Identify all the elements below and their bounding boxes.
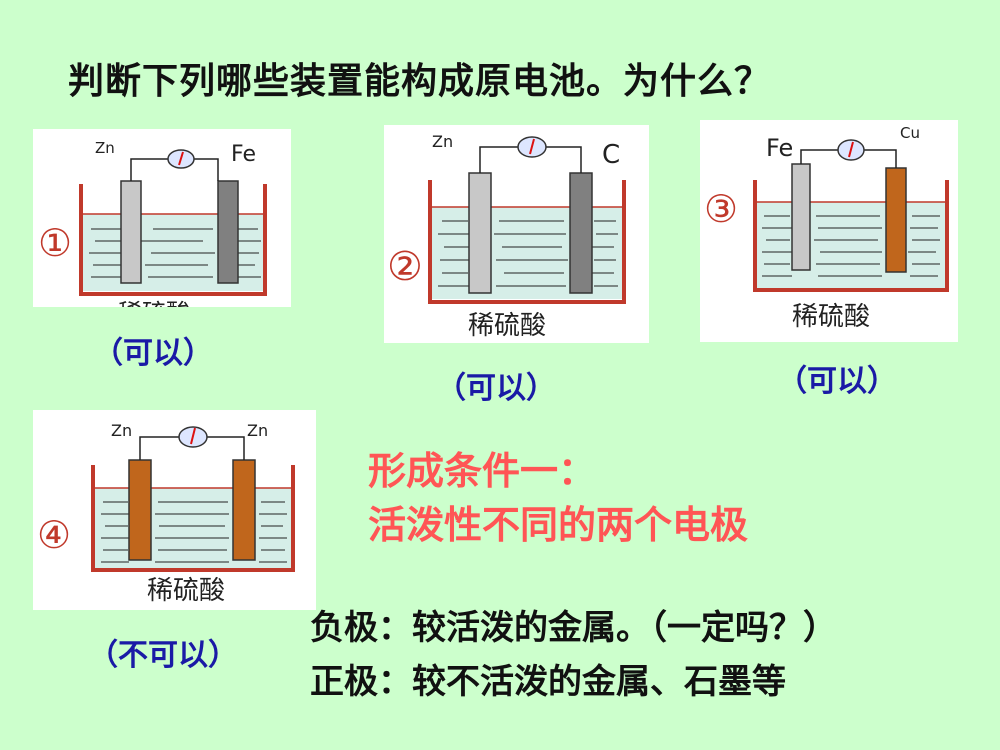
device-2-right-rod: [569, 172, 593, 294]
device-4-result: （不可以）: [88, 638, 238, 673]
device-2-result: （可以）: [436, 371, 556, 406]
device-2-diagram: Zn C ② 稀硫酸: [384, 125, 649, 343]
device-2-left-label: Zn: [432, 132, 453, 151]
device-4-left-label: Zn: [111, 421, 132, 440]
device-2-svg: Zn C ② 稀硫酸: [387, 132, 626, 341]
device-4-number: ④: [37, 513, 71, 557]
device-1-right-rod: [217, 180, 239, 284]
device-3-diagram: Fe Cu ③ 稀硫酸: [700, 120, 958, 342]
device-3-number: ③: [704, 187, 738, 231]
device-3-right-label: Cu: [900, 124, 920, 142]
device-1-electrolyte: 稀硫酸: [118, 299, 190, 307]
device-1-svg: Zn Fe ① 稀硫酸: [38, 139, 267, 307]
device-3-left-rod: [791, 163, 811, 271]
device-4-left-rod: [128, 459, 152, 561]
device-2-number: ②: [387, 244, 423, 290]
device-1-number: ①: [38, 221, 72, 265]
device-1-result: （可以）: [93, 336, 213, 371]
device-1-left-label: Zn: [95, 139, 115, 157]
device-3-right-rod: [885, 167, 907, 273]
condition-text: 活泼性不同的两个电极: [368, 503, 749, 547]
device-3-result: （可以）: [777, 364, 897, 399]
device-1-diagram: Zn Fe ① 稀硫酸: [33, 129, 291, 307]
device-1-right-label: Fe: [231, 142, 256, 167]
positive-electrode-text: 正极：较不活泼的金属、石墨等: [310, 662, 786, 702]
device-3-svg: Fe Cu ③ 稀硫酸: [704, 124, 949, 332]
device-3-left-label: Fe: [766, 134, 793, 162]
device-3-electrolyte: 稀硫酸: [792, 302, 870, 332]
negative-electrode-text: 负极：较活泼的金属。（一定吗？）: [310, 608, 837, 648]
device-4-right-label: Zn: [247, 421, 268, 440]
device-1-left-rod: [120, 180, 142, 284]
device-4-svg: Zn Zn ④ 稀硫酸: [37, 421, 295, 606]
device-2-right-label: C: [602, 140, 620, 170]
device-4-diagram: Zn Zn ④ 稀硫酸: [33, 410, 316, 610]
slide-title: 判断下列哪些装置能构成原电池。为什么？: [68, 61, 772, 102]
condition-heading: 形成条件一：: [368, 449, 597, 493]
device-2-electrolyte: 稀硫酸: [468, 311, 546, 341]
device-2-left-rod: [468, 172, 492, 294]
device-4-right-rod: [232, 459, 256, 561]
device-4-electrolyte: 稀硫酸: [147, 576, 225, 606]
